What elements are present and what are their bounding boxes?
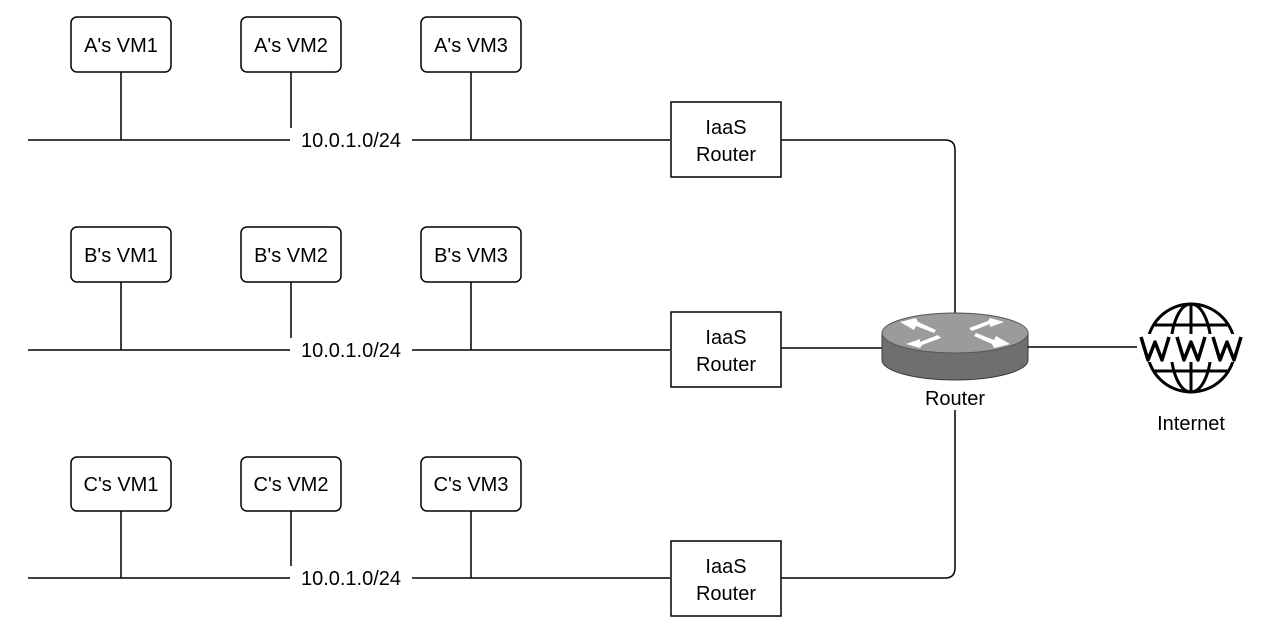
iaas-router-label-line2: Router — [696, 354, 756, 376]
www-globe-icon — [1137, 302, 1245, 394]
subnet-label: 10.0.1.0/24 — [301, 130, 401, 152]
network-c: C's VM1 C's VM2 C's VM3 10.0.1.0/24 IaaS… — [28, 410, 956, 617]
iaas-router-label-line1: IaaS — [705, 327, 746, 349]
iaas-router: IaaS Router — [670, 540, 782, 617]
vm-label: C's VM3 — [434, 474, 509, 496]
vm-label: A's VM2 — [254, 35, 328, 57]
iaas-router-label-line1: IaaS — [705, 556, 746, 578]
vm-label: C's VM2 — [254, 474, 329, 496]
vm-node: B's VM3 — [420, 226, 522, 283]
network-a: A's VM1 A's VM2 A's VM3 10.0.1.0/24 IaaS… — [28, 16, 956, 318]
vm-label: B's VM2 — [254, 245, 328, 267]
vm-label: A's VM1 — [84, 35, 158, 57]
vm-label: B's VM3 — [434, 245, 508, 267]
vm-node: A's VM2 — [240, 16, 342, 73]
uplink-c — [781, 410, 956, 579]
iaas-router-label-line1: IaaS — [705, 117, 746, 139]
vm-node: C's VM3 — [420, 456, 522, 512]
vm-node: C's VM1 — [70, 456, 172, 512]
uplink-a — [781, 139, 956, 318]
iaas-router: IaaS Router — [670, 311, 782, 388]
router-icon — [881, 312, 1029, 381]
iaas-router-label-line2: Router — [696, 144, 756, 166]
network-b: B's VM1 B's VM2 B's VM3 10.0.1.0/24 IaaS… — [28, 226, 882, 388]
vm-node: C's VM2 — [240, 456, 342, 512]
core-router: Router — [881, 312, 1029, 410]
internet: Internet — [1137, 302, 1245, 435]
vm-node: A's VM1 — [70, 16, 172, 73]
subnet-label: 10.0.1.0/24 — [301, 568, 401, 590]
subnet-label: 10.0.1.0/24 — [301, 340, 401, 362]
internet-label: Internet — [1157, 413, 1225, 435]
iaas-router-label-line2: Router — [696, 583, 756, 605]
vm-node: B's VM2 — [240, 226, 342, 283]
vm-label: C's VM1 — [84, 474, 159, 496]
vm-label: B's VM1 — [84, 245, 158, 267]
vm-node: A's VM3 — [420, 16, 522, 73]
iaas-router: IaaS Router — [670, 101, 782, 178]
vm-node: B's VM1 — [70, 226, 172, 283]
core-router-label: Router — [925, 388, 985, 410]
vm-label: A's VM3 — [434, 35, 508, 57]
